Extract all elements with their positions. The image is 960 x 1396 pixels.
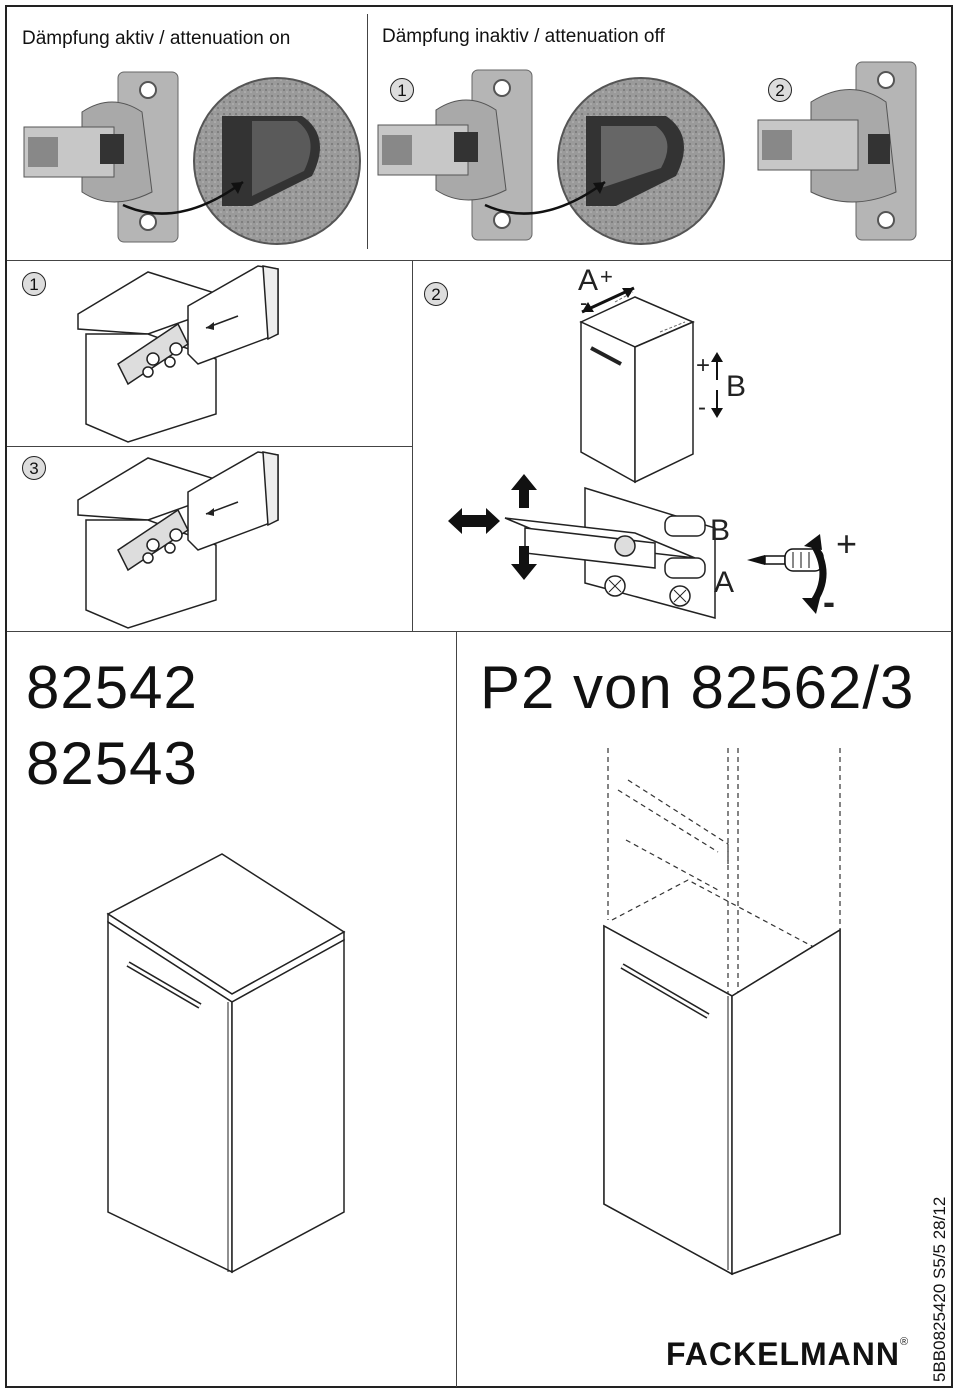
hinge-photo (757, 61, 917, 241)
brand-name: FACKELMANN (666, 1336, 900, 1372)
step-badge-off-1: 1 (390, 78, 414, 102)
hinge-photo (377, 69, 533, 241)
product-code-82542: 82542 (26, 654, 198, 721)
label-axis-a-top: A (578, 264, 599, 297)
label-minus-b-top: - (698, 394, 706, 421)
magnifier-detail (557, 77, 725, 245)
rotate-arrow-icon (802, 534, 827, 614)
product-title-p2: P2 von 82562/3 (480, 654, 915, 721)
divider-bottom (456, 632, 457, 1387)
label-axis-b-mech: B (710, 514, 731, 547)
move-arrow-icon (711, 352, 723, 418)
label-plus-a-top: + (600, 264, 613, 289)
registered-mark: ® (899, 1336, 909, 1348)
step-badge-off-2: 2 (768, 78, 792, 102)
divider-middle (412, 261, 413, 631)
hinge-mechanism-drawing (504, 486, 716, 619)
cabinet-large-drawing (106, 853, 346, 1274)
move-arrow-icon (511, 546, 537, 580)
page-frame (5, 5, 953, 1388)
cabinet-small-drawing (579, 291, 695, 484)
move-arrow-icon (581, 286, 635, 314)
step-badge-3: 3 (22, 456, 46, 480)
caption-attenuation-on: Dämpfung aktiv / attenuation on (22, 28, 291, 49)
divider-step-3 (7, 446, 412, 447)
hinge-mount-drawing-1 (77, 265, 279, 443)
step-badge-2: 2 (424, 282, 448, 306)
hinge-photo (23, 71, 179, 243)
product-code-82543: 82543 (26, 730, 198, 797)
cabinet-combo-drawing (603, 748, 841, 1276)
move-arrow-icon (511, 474, 537, 508)
label-plus-b-top: + (696, 352, 711, 379)
arrow-curved (484, 180, 606, 215)
hinge-mount-drawing-3 (77, 451, 279, 629)
label-axis-a-mech: A (714, 566, 735, 599)
caption-attenuation-off: Dämpfung inaktiv / attenuation off (382, 26, 665, 47)
screwdriver-icon (747, 548, 824, 572)
document-code: 5BB0825420 S5/5 28/12 (930, 1196, 949, 1382)
divider-top (7, 260, 952, 261)
brand-logo: FACKELMANN® (666, 1336, 908, 1373)
label-axis-b-top: B (726, 370, 747, 403)
move-arrow-icon (448, 508, 500, 534)
arrow-curved (122, 180, 244, 215)
step-badge-1: 1 (22, 272, 46, 296)
divider-products (7, 631, 952, 632)
label-minus-rotate: - (823, 581, 835, 622)
magnifier-detail (193, 77, 361, 245)
label-minus-a-top: - (580, 290, 588, 315)
divider-photos (367, 14, 368, 249)
label-plus-rotate: + (836, 523, 858, 564)
